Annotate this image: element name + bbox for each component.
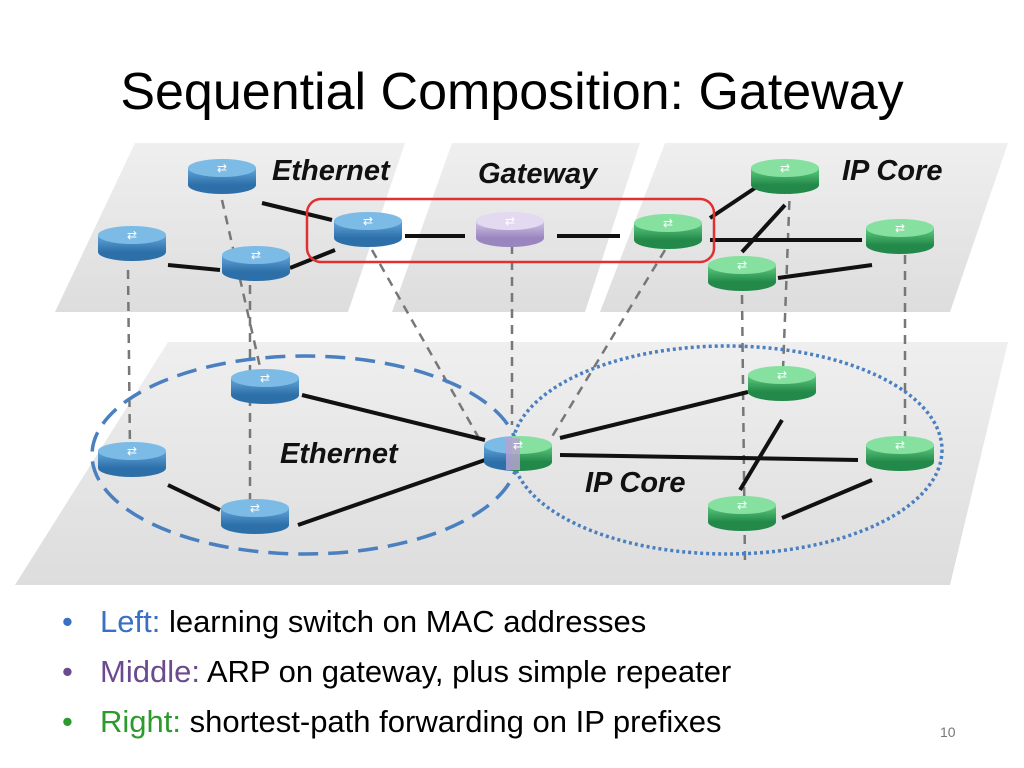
switch-icon: ⇄ [98,226,166,261]
router-icon: ⇄ [708,496,776,531]
svg-text:⇄: ⇄ [737,498,747,512]
gateway-router-icon: ⇄ [476,212,544,247]
svg-text:⇄: ⇄ [363,214,373,228]
switch-icon: ⇄ [221,499,289,534]
bullet-left-text: learning switch on MAC addresses [160,604,647,639]
bullet-middle-text: ARP on gateway, plus simple repeater [199,654,732,689]
bullet-list: • Left: learning switch on MAC addresses… [62,597,731,747]
bullet-right-lead: Right: [100,704,181,739]
composite-gateway-icon: ⇄ [484,436,552,471]
switch-icon: ⇄ [231,369,299,404]
bullet-dot: • [62,604,73,639]
router-icon: ⇄ [634,214,702,249]
svg-text:⇄: ⇄ [251,248,261,262]
bottom-ethernet-label: Ethernet [280,438,399,470]
network-diagram: ⇄ ⇄ ⇄ ⇄ ⇄ ⇄ ⇄ ⇄ ⇄ ⇄ ⇄ ⇄ ⇄ ⇄ ⇄ ⇄ Ethernet… [15,143,1008,585]
svg-text:⇄: ⇄ [127,228,137,242]
bottom-plane-links [167,390,873,527]
router-icon: ⇄ [866,219,934,254]
svg-text:⇄: ⇄ [505,214,515,228]
bullet-left-lead: Left: [100,604,161,639]
top-gateway-label: Gateway [478,158,599,190]
ip-core-plane-top [600,143,1008,312]
page-number: 10 [940,724,956,740]
bullet-left: • Left: learning switch on MAC addresses [62,597,731,647]
svg-text:⇄: ⇄ [895,438,905,452]
svg-text:⇄: ⇄ [780,161,790,175]
slide-title: Sequential Composition: Gateway [120,63,904,121]
bottom-ip-core-label: IP Core [585,467,685,499]
svg-text:⇄: ⇄ [127,444,137,458]
bullet-dot: • [62,704,73,739]
gateway-highlight-box [305,197,716,264]
router-icon: ⇄ [866,436,934,471]
svg-text:⇄: ⇄ [513,438,523,452]
switch-icon: ⇄ [98,442,166,477]
svg-text:⇄: ⇄ [663,216,673,230]
top-ethernet-label: Ethernet [272,155,391,187]
router-icon: ⇄ [748,366,816,401]
bullet-middle-lead: Middle: [100,654,200,689]
svg-text:⇄: ⇄ [777,368,787,382]
router-icon: ⇄ [751,159,819,194]
router-icon: ⇄ [708,256,776,291]
switch-icon: ⇄ [334,212,402,247]
svg-text:⇄: ⇄ [895,221,905,235]
svg-text:⇄: ⇄ [250,501,260,515]
top-ip-core-label: IP Core [842,155,942,187]
svg-text:⇄: ⇄ [217,161,227,175]
bullet-right-text: shortest-path forwarding on IP prefixes [180,704,722,739]
bullet-right: • Right: shortest-path forwarding on IP … [62,697,731,747]
switch-icon: ⇄ [188,159,256,194]
switch-icon: ⇄ [222,246,290,281]
svg-text:⇄: ⇄ [260,371,270,385]
top-plane-links [167,186,873,280]
bullet-middle: • Middle: ARP on gateway, plus simple re… [62,647,731,697]
bullet-dot: • [62,654,73,689]
svg-text:⇄: ⇄ [737,258,747,272]
ethernet-plane-top [55,143,405,312]
